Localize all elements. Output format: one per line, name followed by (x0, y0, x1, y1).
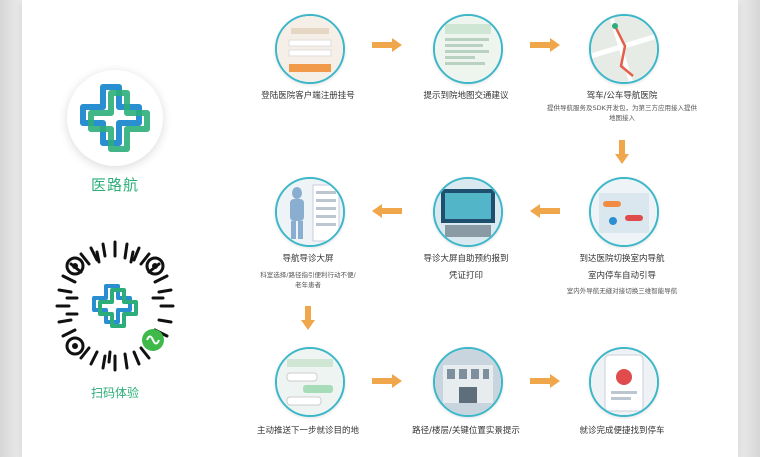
right-margin (738, 0, 760, 457)
step-3-image (589, 14, 659, 84)
step-3-desc: 提供导航服务及SDK开发包，为第三方应用接入提供地图接入 (547, 104, 697, 122)
step-8-title: 路径/楼层/关键位置实景提示 (412, 426, 520, 436)
app-name: 医路航 (90, 176, 139, 194)
arrow-right-icon (530, 38, 560, 52)
step-1-title: 登陆医院客户端注册挂号 (261, 91, 355, 101)
step-1-image (275, 14, 345, 84)
step-4-title: 到达医院切换室内导航 (579, 254, 665, 264)
arrow-right-icon (372, 374, 402, 388)
step-4-title-line2: 室内停车自动引导 (587, 271, 656, 281)
step-5-title-line2: 凭证打印 (448, 271, 483, 281)
cross-logo-icon (80, 84, 150, 152)
step-8-image (433, 347, 503, 417)
step-4-desc: 室内外导航无缝对接切换三维智能导航 (566, 287, 678, 295)
arrow-right-icon (372, 38, 402, 52)
arrow-left-icon (372, 204, 402, 218)
step-7-image (275, 347, 345, 417)
arrow-down-icon (301, 306, 315, 330)
step-2-image (433, 14, 503, 84)
step-9-image (589, 347, 659, 417)
step-7-title: 主动推送下一步就诊目的地 (256, 426, 359, 436)
left-margin (0, 0, 22, 457)
step-3-title: 驾车/公车导航医院 (586, 91, 658, 101)
step-5-image (433, 177, 503, 247)
step-9-title: 就诊完成便捷找到停车 (579, 426, 665, 436)
arrow-down-icon (615, 140, 629, 164)
step-4-image (589, 177, 659, 247)
scan-label: 扫码体验 (90, 386, 139, 400)
step-6-desc: 科室选择/路径指引便利行动不便/老年患者 (260, 271, 356, 289)
arrow-right-icon (530, 374, 560, 388)
app-logo (67, 70, 163, 166)
step-5-title: 导诊大屏自助预约报到 (423, 254, 509, 264)
arrow-left-icon (530, 204, 560, 218)
step-2-title: 提示到院地图交通建议 (423, 91, 509, 101)
qr-code-icon (55, 240, 175, 372)
step-6-title: 导航导诊大屏 (282, 254, 334, 264)
mini-program-code[interactable] (45, 236, 185, 376)
step-6-image (275, 177, 345, 247)
